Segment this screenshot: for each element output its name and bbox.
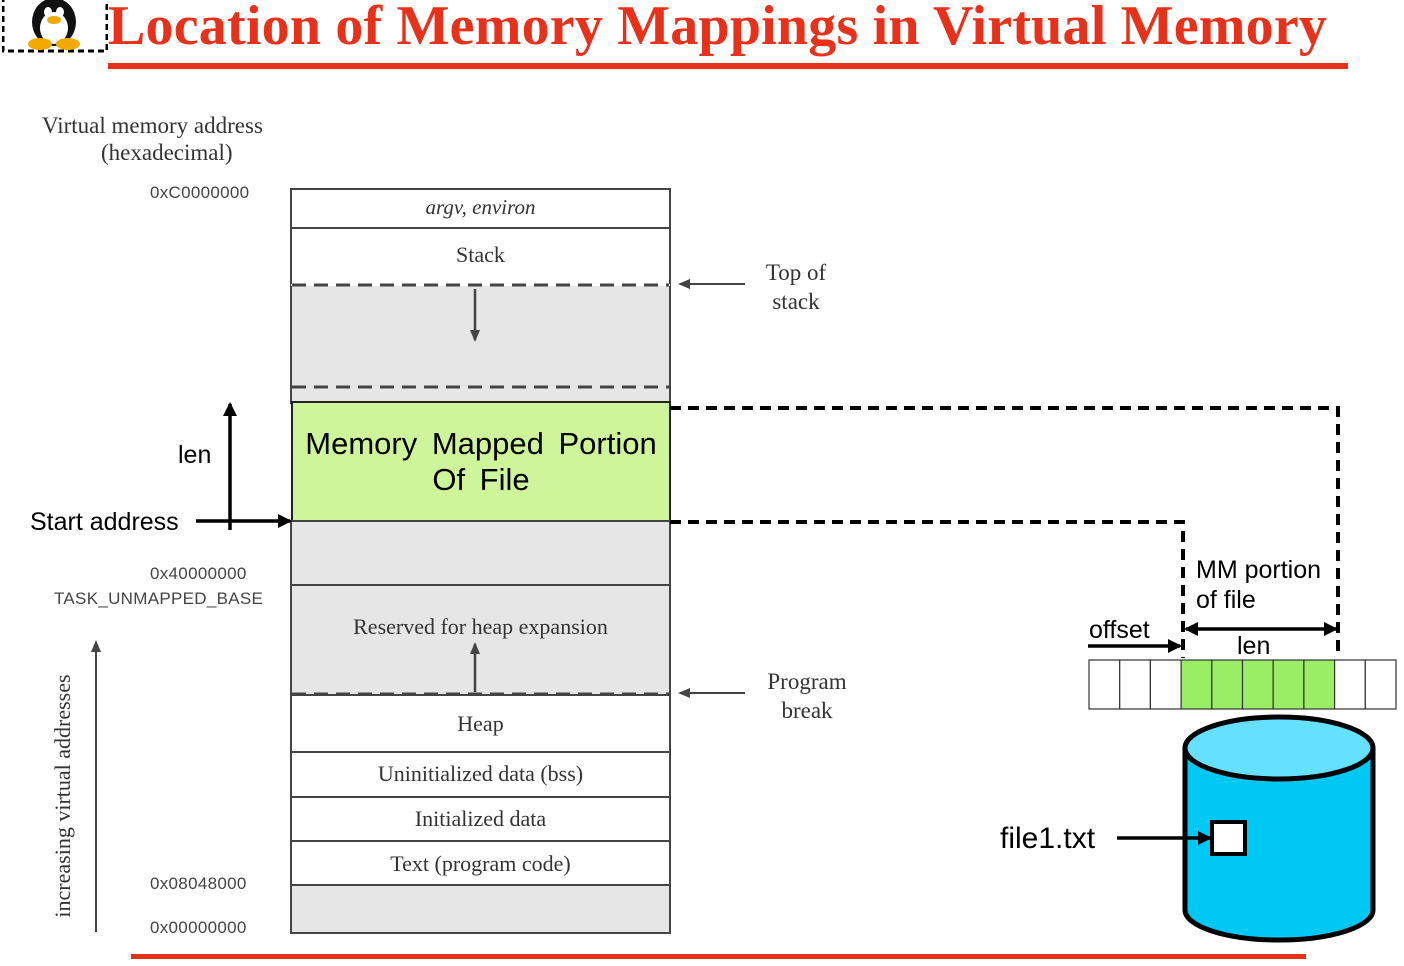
label-program-break: Program break — [767, 669, 847, 723]
segment-data — [290, 796, 671, 842]
label-start-address: Start address — [30, 508, 179, 536]
label-stack: Stack — [456, 242, 505, 267]
label-argv: argv, environ — [425, 195, 536, 219]
mapping-connector-bottom — [670, 520, 1185, 658]
bottom-rule — [131, 954, 1306, 959]
label-offset: offset — [1089, 616, 1150, 644]
address-top: 0xC0000000 — [150, 183, 250, 202]
file-block — [1088, 659, 1121, 710]
file-block-mapped — [1211, 659, 1244, 710]
file-cylinder-icon — [1182, 714, 1376, 943]
label-data: Initialized data — [414, 806, 547, 831]
segment-argv — [290, 188, 671, 229]
label-top-of-stack: Top of stack — [765, 260, 827, 314]
file-block-mapped — [1272, 659, 1305, 710]
file-block — [1149, 659, 1182, 710]
segment-stack-growth — [290, 284, 671, 404]
penguin-logo-icon — [2, 0, 108, 53]
label-bss: Uninitialized data (bss) — [377, 761, 584, 786]
label-len-right: len — [1237, 632, 1271, 660]
address-text-start: 0x08048000 — [150, 874, 247, 893]
file-block-strip — [1088, 659, 1397, 710]
page-title: Location of Memory Mappings in Virtual M… — [108, 0, 1328, 57]
file-block-mapped — [1241, 659, 1274, 710]
axis-heading-line1: Virtual memory address — [42, 113, 263, 138]
segment-heap — [290, 694, 671, 753]
title-underline — [108, 63, 1348, 69]
label-mmap: Memory Mapped Portion Of File — [305, 426, 657, 497]
address-mid-name: TASK_UNMAPPED_BASE — [54, 589, 264, 608]
label-file-name: file1.txt — [1000, 822, 1096, 855]
mapping-connector-top — [670, 406, 1340, 658]
file-block — [1119, 659, 1151, 710]
label-mm-portion: MM portion of file — [1196, 556, 1322, 614]
label-heap: Heap — [457, 711, 504, 736]
file-block-mapped — [1180, 659, 1213, 710]
address-zero: 0x00000000 — [150, 918, 247, 937]
label-reserved: Reserved for heap expansion — [353, 614, 608, 639]
segment-reserved — [290, 584, 671, 696]
address-mid: 0x40000000 — [150, 564, 247, 583]
segment-mmap — [291, 401, 671, 522]
segment-stack — [290, 227, 671, 286]
file-block — [1333, 659, 1366, 710]
file-block-mapped — [1303, 659, 1336, 710]
segment-unmapped-gap — [290, 520, 671, 586]
file-marker-square — [1210, 820, 1247, 856]
label-len-left: len — [178, 441, 212, 469]
file-block — [1364, 659, 1397, 710]
label-text: Text (program code) — [390, 851, 571, 876]
axis-heading-line2: (hexadecimal) — [101, 140, 233, 165]
segment-bottom-gap — [290, 884, 671, 934]
